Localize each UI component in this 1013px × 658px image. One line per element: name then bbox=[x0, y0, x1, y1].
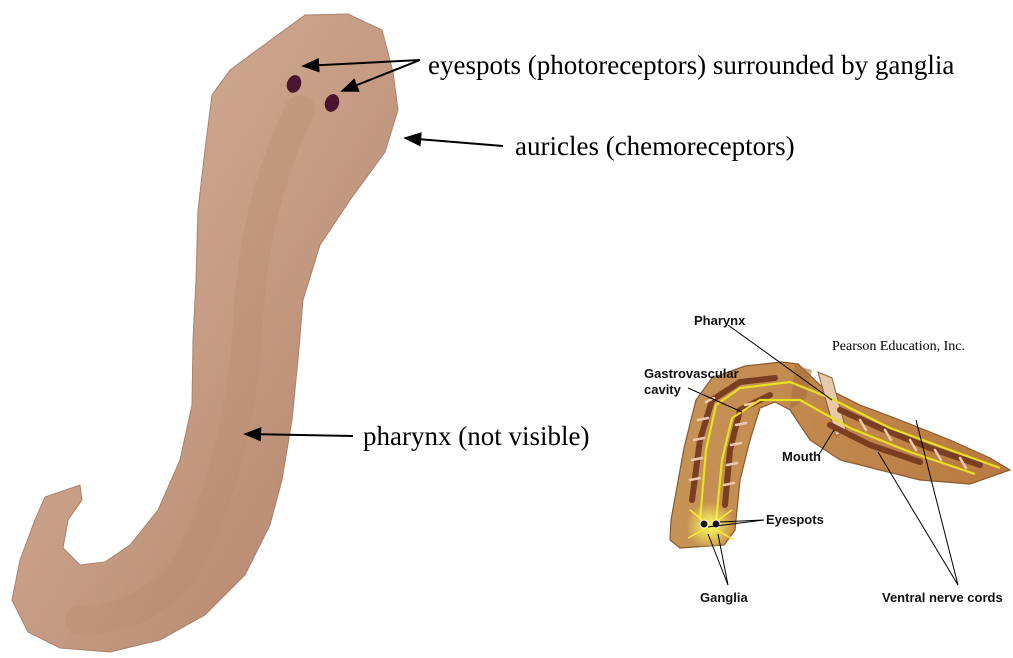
cavity-label: cavity bbox=[644, 382, 682, 397]
arrow-to-auricles bbox=[405, 138, 503, 146]
gastrovascular-label: Gastrovascular bbox=[644, 366, 739, 381]
inset-eyespots-label: Eyespots bbox=[766, 512, 824, 527]
mouth-label: Mouth bbox=[782, 449, 821, 464]
auricles-label: auricles (chemoreceptors) bbox=[515, 131, 795, 161]
pharynx-label: pharynx (not visible) bbox=[363, 421, 589, 451]
ganglia-label: Ganglia bbox=[700, 590, 748, 605]
inset-eyespot-left bbox=[700, 520, 708, 528]
nerve-cords-label: Ventral nerve cords bbox=[882, 590, 1003, 605]
inset-pharynx-label: Pharynx bbox=[694, 313, 746, 328]
planarian-photo bbox=[12, 14, 398, 652]
credit-label: Pearson Education, Inc. bbox=[832, 339, 965, 354]
eyespots-label: eyespots (photoreceptors) surrounded by … bbox=[428, 50, 954, 80]
